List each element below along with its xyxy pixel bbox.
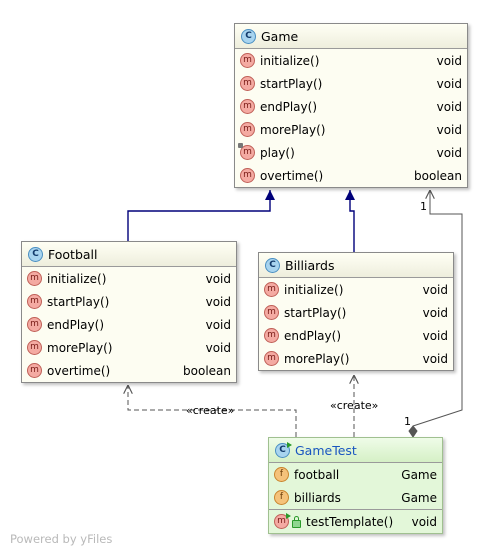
method-icon: m	[240, 76, 255, 91]
test-class-icon: C	[275, 441, 292, 458]
class-header: C Billiards	[259, 253, 453, 278]
create-label-billiards: «create»	[330, 399, 379, 412]
class-name: Game	[261, 28, 299, 44]
class-icon: C	[241, 28, 256, 44]
class-icon: C	[265, 257, 280, 273]
method-icon: m	[264, 351, 279, 366]
method-icon: m	[240, 122, 255, 137]
football-inherits-game-edge	[127, 190, 275, 241]
billiards-inherits-game-edge	[345, 190, 355, 252]
class-name: Football	[48, 246, 98, 262]
method-icon: m	[264, 328, 279, 343]
field-icon: f	[274, 490, 289, 505]
field-icon: f	[274, 467, 289, 482]
method-icon: m	[27, 340, 42, 355]
class-header: C Game	[235, 24, 467, 49]
gametest-association-game-edge	[412, 190, 463, 427]
create-label-football: «create»	[186, 404, 235, 417]
lock-icon	[292, 515, 301, 528]
test-method-icon: m	[274, 513, 291, 529]
multiplicity-gametest-label: 1	[404, 415, 411, 428]
class-name: Billiards	[285, 257, 335, 273]
multiplicity-game-label: 1	[420, 200, 427, 213]
method-icon: m	[27, 363, 42, 378]
class-name: GameTest	[295, 442, 357, 458]
method-icon: m	[264, 282, 279, 297]
final-method-icon: m	[238, 143, 255, 160]
class-icon: C	[28, 246, 43, 262]
method-icon: m	[27, 271, 42, 286]
class-header: C GameTest	[269, 438, 442, 463]
method-icon: m	[264, 305, 279, 320]
method-icon: m	[27, 294, 42, 309]
method-icon: m	[240, 99, 255, 114]
class-header: C Football	[22, 242, 236, 267]
method-icon: m	[27, 317, 42, 332]
watermark: Powered by yFiles	[10, 532, 113, 546]
method-icon: m	[240, 53, 255, 68]
method-icon: m	[240, 168, 255, 183]
